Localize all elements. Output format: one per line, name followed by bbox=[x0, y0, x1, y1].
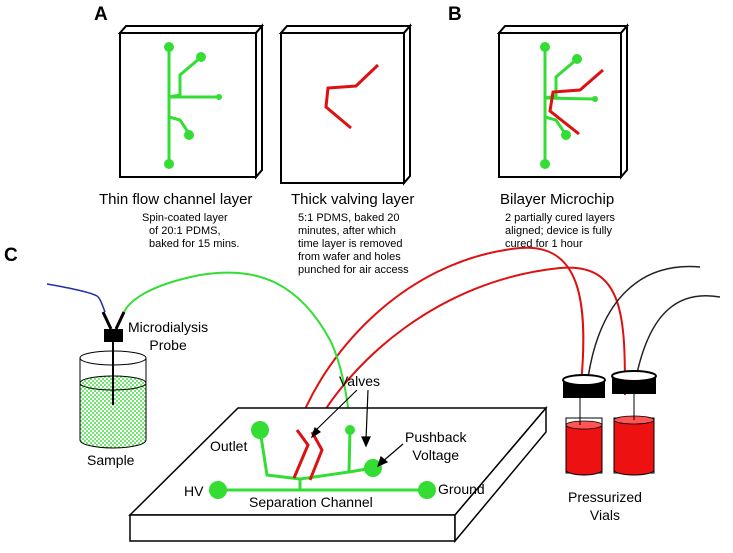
outlet-port bbox=[251, 421, 269, 439]
chip-valve-lines bbox=[292, 429, 324, 481]
bilayer-desc: 2 partially cured layers aligned; device… bbox=[505, 212, 615, 251]
probe-connector bbox=[104, 329, 123, 342]
probe-inlet-port bbox=[345, 425, 355, 435]
valve-tubing bbox=[296, 246, 626, 433]
probe-label: Microdialysis Probe bbox=[128, 318, 208, 354]
valve-pattern bbox=[324, 63, 380, 130]
thin-layer-title: Thin flow channel layer bbox=[99, 191, 253, 208]
pushback-port bbox=[364, 459, 382, 477]
panel-label-c: C bbox=[4, 245, 18, 266]
thick-layer-desc-line: 5:1 PDMS, baked 20 bbox=[298, 212, 400, 224]
chip-ports bbox=[209, 421, 436, 499]
probe-outlet-tubing bbox=[123, 271, 351, 429]
vials-label: Pressurized Vials bbox=[568, 488, 642, 524]
flow-channel-pattern bbox=[167, 47, 218, 163]
bilayer-box bbox=[496, 23, 630, 180]
bilayer-desc-line: cured for 1 hour bbox=[505, 238, 583, 250]
thin-layer-desc-line: Spin-coated layer bbox=[142, 212, 228, 224]
chip-flow-channels bbox=[218, 429, 427, 492]
vials-label-line: Vials bbox=[589, 507, 620, 523]
pushback-label: Pushback Voltage bbox=[405, 428, 466, 464]
thick-layer-desc-line: from wafer and holes bbox=[298, 251, 401, 263]
bilayer-desc-line: aligned; device is fully bbox=[505, 225, 613, 237]
separation-label: Separation Channel bbox=[249, 494, 373, 510]
probe-y-left bbox=[101, 311, 113, 330]
thin-layer-desc-line: of 20:1 PDMS, bbox=[149, 225, 221, 237]
vials-label-line: Pressurized bbox=[568, 489, 642, 505]
pressure-tubing bbox=[587, 265, 721, 379]
microchip-slab bbox=[128, 405, 548, 544]
vial-left bbox=[562, 374, 606, 476]
thick-layer-title: Thick valving layer bbox=[291, 191, 415, 208]
thin-layer-desc-line: baked for 15 mins. bbox=[149, 238, 240, 250]
probe-inlet-tubing bbox=[46, 283, 106, 313]
probe-label-line: Microdialysis bbox=[128, 319, 209, 335]
vial-lines bbox=[579, 394, 635, 425]
pushback-arrow bbox=[377, 443, 404, 468]
bilayer-title: Bilayer Microchip bbox=[500, 191, 615, 208]
thin-layer-box bbox=[117, 23, 265, 180]
probe-label-line: Probe bbox=[149, 337, 187, 353]
panel-label-a: A bbox=[94, 4, 108, 25]
hv-label: HV bbox=[184, 483, 204, 499]
pushback-label-line: Pushback bbox=[405, 429, 467, 445]
valve-arrows bbox=[310, 389, 371, 448]
flow-channel-ports bbox=[164, 42, 222, 169]
ground-port bbox=[418, 481, 436, 499]
bilayer-desc-line: 2 partially cured layers bbox=[505, 212, 616, 224]
thick-layer-desc-line: time layer is removed bbox=[298, 238, 403, 250]
panel-label-b: B bbox=[448, 4, 462, 25]
valves-label: Valves bbox=[339, 373, 380, 389]
thick-layer-desc-line: punched for air access bbox=[298, 264, 409, 276]
probe-y-right bbox=[114, 311, 126, 330]
thin-layer-desc: Spin-coated layer of 20:1 PDMS, baked fo… bbox=[142, 212, 240, 251]
pushback-label-line: Voltage bbox=[412, 447, 460, 463]
hv-port bbox=[209, 481, 227, 499]
thick-layer-desc-line: minutes, after which bbox=[298, 225, 396, 237]
vial-right bbox=[611, 370, 657, 476]
bilayer-valve-pattern bbox=[548, 68, 604, 136]
sample-label: Sample bbox=[87, 452, 135, 468]
outlet-label: Outlet bbox=[210, 438, 248, 454]
ground-label: Ground bbox=[438, 481, 485, 497]
thick-layer-desc: 5:1 PDMS, baked 20 minutes, after which … bbox=[298, 212, 409, 277]
bilayer-ports bbox=[540, 42, 598, 169]
thick-layer-box bbox=[278, 23, 413, 186]
